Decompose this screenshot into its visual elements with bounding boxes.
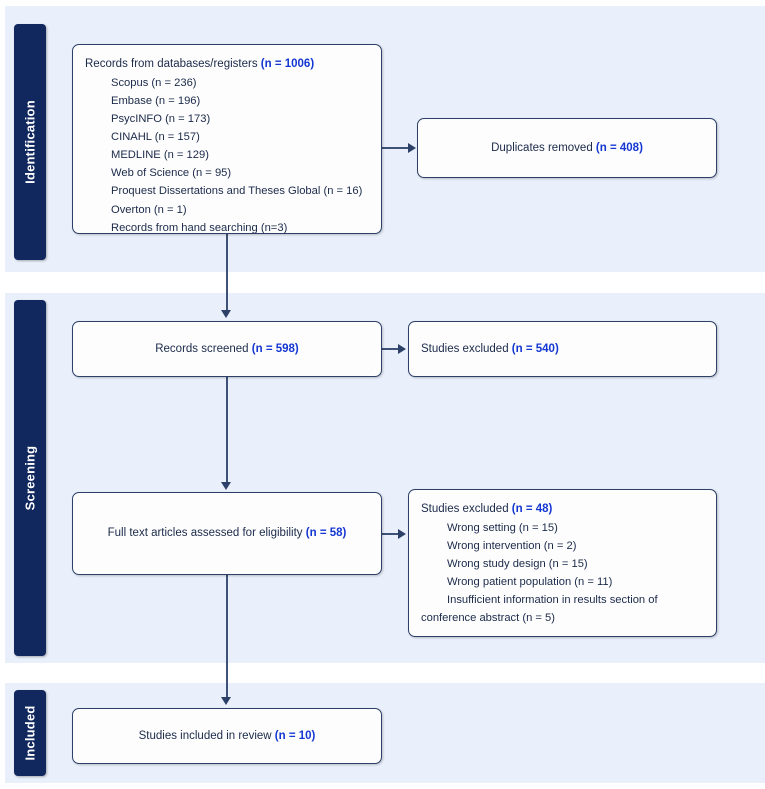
list-item: Insufficient information in results sect…: [421, 594, 658, 625]
list-item: Wrong setting (n = 15): [447, 521, 558, 534]
box-records-identified: Records from databases/registers (n = 10…: [72, 44, 382, 234]
list-item: Wrong patient population (n = 11): [447, 576, 613, 589]
stage-tab-included: Included: [14, 690, 46, 776]
connector-screened-to-excluded: [382, 348, 400, 350]
stage-tab-screening: Screening: [14, 300, 46, 656]
list-item: Overton (n = 1): [111, 203, 187, 216]
studies-excluded-screening-text: Studies excluded: [421, 342, 512, 355]
fulltext-assessed-text: Full text articles assessed for eligibil…: [107, 527, 306, 540]
arrow-head-right-icon: [398, 344, 406, 354]
connector-fulltext-to-included: [226, 575, 228, 699]
connector-fulltext-to-excluded: [382, 533, 400, 535]
box-studies-excluded-screening: Studies excluded (n = 540): [408, 321, 717, 377]
studies-excluded-reason-list: Wrong setting (n = 15) Wrong interventio…: [421, 519, 704, 628]
box-studies-included: Studies included in review (n = 10): [72, 708, 382, 764]
list-item: CINAHL (n = 157): [111, 131, 200, 144]
studies-included-text: Studies included in review: [138, 729, 275, 742]
records-screened-text: Records screened: [155, 342, 252, 355]
records-identified-source-list: Scopus (n = 236) Embase (n = 196) PsycIN…: [85, 74, 369, 237]
list-item: Wrong study design (n = 15): [447, 557, 588, 570]
box-duplicates-removed: Duplicates removed (n = 408): [417, 118, 717, 178]
duplicates-removed-text: Duplicates removed: [491, 141, 596, 154]
stage-tab-identification: Identification: [14, 24, 46, 260]
studies-excluded-eligibility-text: Studies excluded: [421, 503, 512, 515]
list-item: Web of Science (n = 95): [111, 167, 232, 180]
box-studies-excluded-eligibility: Studies excluded (n = 48) Wrong setting …: [408, 489, 717, 637]
connector-identified-to-screened: [226, 234, 228, 312]
list-item: Records from hand searching (n=3): [111, 221, 288, 234]
box-fulltext-assessed: Full text articles assessed for eligibil…: [72, 492, 382, 575]
records-identified-heading-text: Records from databases/registers: [85, 58, 261, 70]
box-records-screened: Records screened (n = 598): [72, 321, 382, 377]
arrow-head-right-icon: [398, 529, 406, 539]
stage-label-screening: Screening: [22, 445, 38, 511]
studies-included-count: (n = 10): [274, 729, 316, 742]
list-item: Wrong intervention (n = 2): [447, 539, 577, 552]
arrow-head-down-icon: [221, 697, 231, 705]
records-identified-heading: Records from databases/registers (n = 10…: [85, 55, 369, 74]
records-identified-count: (n = 1006): [260, 58, 315, 70]
connector-identified-to-duplicates: [382, 147, 410, 149]
stage-label-included: Included: [22, 705, 38, 761]
list-item: Scopus (n = 236): [111, 76, 197, 89]
arrow-head-down-icon: [221, 310, 231, 318]
stage-label-identification: Identification: [22, 100, 38, 184]
connector-screened-to-fulltext: [226, 377, 228, 484]
list-item: Embase (n = 196): [111, 94, 201, 107]
fulltext-assessed-count: (n = 58): [305, 527, 347, 540]
arrow-head-down-icon: [221, 482, 231, 490]
list-item: MEDLINE (n = 129): [111, 149, 209, 162]
duplicates-removed-count: (n = 408): [595, 141, 643, 154]
studies-excluded-eligibility-count: (n = 48): [511, 503, 553, 515]
arrow-head-right-icon: [408, 143, 416, 153]
records-screened-count: (n = 598): [251, 342, 299, 355]
list-item: PsycINFO (n = 173): [111, 112, 211, 125]
studies-excluded-screening-count: (n = 540): [511, 342, 559, 355]
studies-excluded-eligibility-heading: Studies excluded (n = 48): [421, 500, 704, 519]
list-item: Proquest Dissertations and Theses Global…: [111, 185, 363, 198]
